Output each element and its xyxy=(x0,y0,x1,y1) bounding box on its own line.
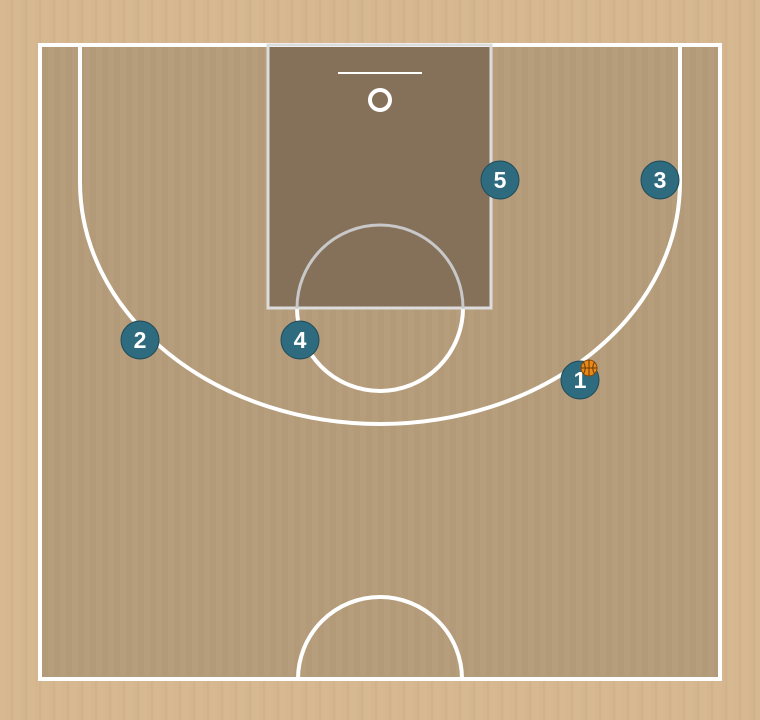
player-number: 2 xyxy=(134,327,147,353)
basketball-icon xyxy=(580,359,598,377)
player-2[interactable]: 2 xyxy=(120,320,160,360)
three-point-line xyxy=(78,45,682,426)
player-3[interactable]: 3 xyxy=(640,160,680,200)
rim xyxy=(368,88,392,112)
player-5[interactable]: 5 xyxy=(480,160,520,200)
player-4[interactable]: 4 xyxy=(280,320,320,360)
player-number: 3 xyxy=(654,167,667,193)
center-circle xyxy=(296,595,464,680)
player-number: 4 xyxy=(294,327,307,353)
free-throw-circle-top xyxy=(295,223,465,309)
paint-area xyxy=(268,45,491,308)
player-number: 5 xyxy=(494,167,507,193)
